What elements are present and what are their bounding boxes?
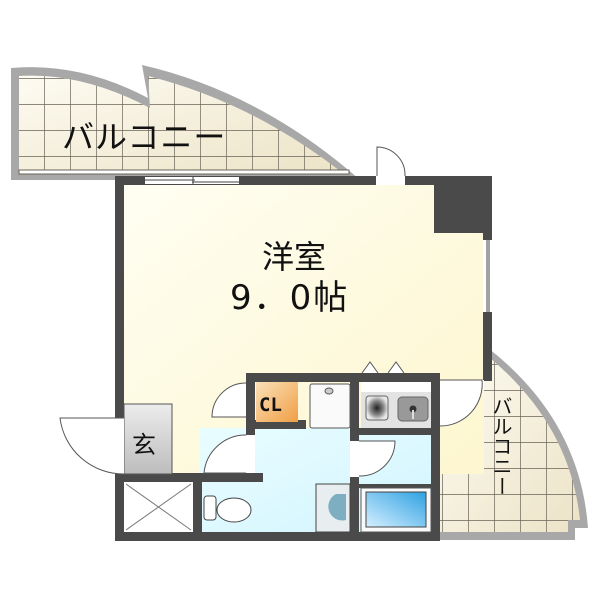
stove-icon [365,395,389,421]
washbasin-icon [315,483,351,533]
washroom-door [203,434,255,474]
room-size-label: 9．0帖 [230,278,350,318]
entrance-label: 玄 [132,431,156,459]
room-name-label: 洋室 [262,238,327,276]
kitchen-counter [361,361,431,428]
balcony-right-label: バルコニー [489,396,513,496]
closet-label: CL [259,394,282,416]
window-top [145,177,239,184]
door-top-right [376,146,406,185]
bath-door [350,440,396,477]
entrance-floor [123,403,173,475]
balcony-top-label: バルコニー [62,118,227,156]
entrance-door [59,417,125,475]
balcony-door-right [439,379,484,427]
closet [256,382,298,422]
shoe-storage [124,482,193,532]
window-right [483,240,492,312]
balcony-top [11,65,360,180]
bathtub-icon [360,487,432,533]
refrigerator-space [309,383,351,429]
closet-door [211,382,247,418]
toilet-icon [203,495,252,523]
